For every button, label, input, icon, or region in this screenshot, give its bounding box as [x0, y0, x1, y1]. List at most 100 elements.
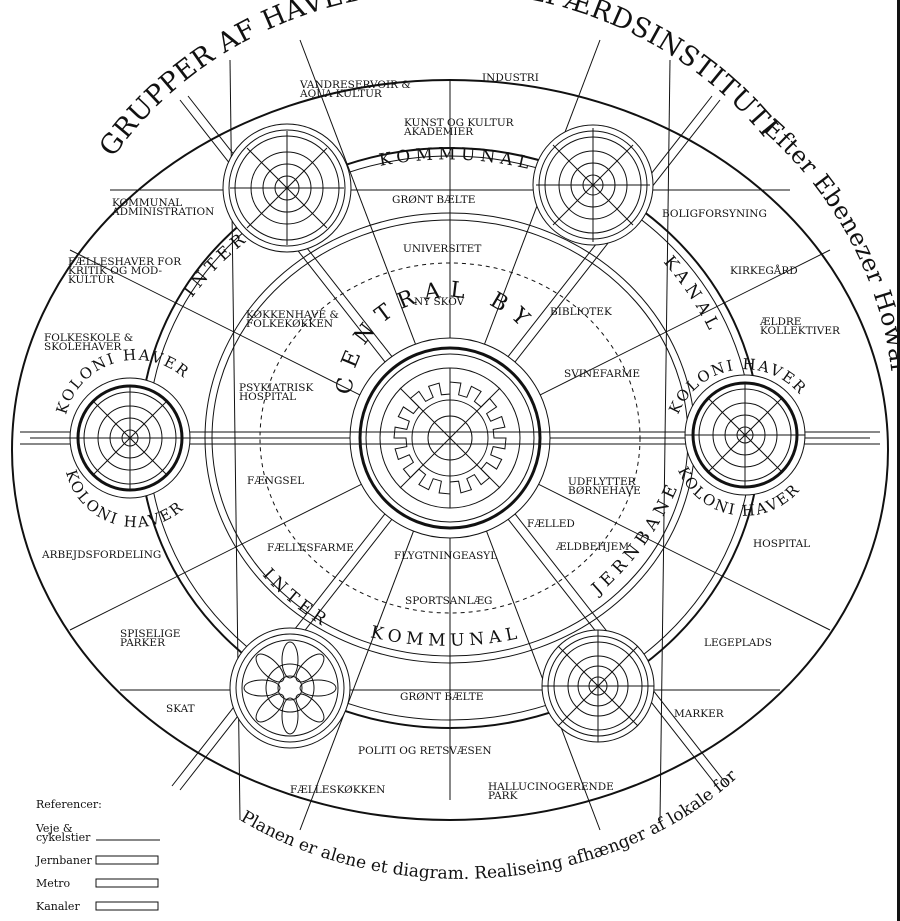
legend-swatch-metro — [95, 878, 159, 888]
label-line: KOMMUNAL — [112, 197, 182, 209]
ring-label-kommunal-top: KOMMUNAL — [377, 144, 535, 174]
label-line: Kanaler — [36, 900, 80, 913]
label-line: FOLKEKØKKEN — [246, 318, 333, 330]
label-politi: POLITI OG RETSVÆSEN — [358, 745, 492, 757]
label-sportsanlaeg: SPORTSANLÆG — [405, 595, 492, 607]
central-city — [349, 337, 551, 539]
label-line: BIBLIOTEK — [550, 306, 612, 318]
label-bibliotek: BIBLIOTEK — [550, 306, 612, 318]
label-arbejdsfordeling: ARBEJDSFORDELING — [41, 549, 161, 561]
right-edge-border — [897, 0, 900, 921]
legend-swatch-kanaler — [95, 901, 159, 911]
label-faelleskoekken: FÆLLESKØKKEN — [290, 784, 385, 796]
area-labels: VANDRESERVOIR &AQUA KULTUR INDUSTRI KUNS… — [41, 72, 841, 802]
label-line: SPORTSANLÆG — [405, 595, 492, 607]
legend: Referencer: Veje &cykelstier Jernbaner M… — [35, 798, 160, 913]
legend-label-veje: Veje &cykelstier — [35, 822, 91, 844]
label-line: FOLKESKOLE & — [44, 332, 133, 344]
legend-label-kanaler: Kanaler — [36, 900, 80, 913]
label-line: HALLUCINOGERENDE — [488, 781, 614, 793]
label-line: HOSPITAL — [753, 538, 810, 550]
label-line: FLYGTNINGEASYL — [394, 550, 497, 562]
label-hospital: HOSPITAL — [753, 538, 810, 550]
label-line: GRØNT BÆLTE — [392, 194, 475, 206]
central-gear — [393, 381, 507, 495]
label-line: KUNST OG KULTUR — [404, 117, 515, 129]
label-line: SKAT — [166, 703, 195, 715]
label-line: Veje & — [35, 822, 73, 835]
label-line: ÆLDRE — [759, 316, 801, 328]
label-line: PARKER — [120, 637, 166, 649]
label-line: cykelstier — [36, 831, 91, 844]
label-line: NY SKOV — [414, 296, 465, 308]
label-faengsel: FÆNGSEL — [247, 475, 304, 487]
label-skat: SKAT — [166, 703, 195, 715]
label-line: HOSPITAL — [239, 391, 296, 403]
label-vandreservoir: VANDRESERVOIR &AQUA KULTUR — [299, 79, 411, 100]
label-line: KULTUR — [68, 274, 115, 286]
label-industri: INDUSTRI — [482, 72, 539, 84]
label-groent-baelte-top: GRØNT BÆLTE — [392, 194, 475, 206]
label-marker: MARKER — [674, 708, 725, 720]
label-line: SPISELIGE — [120, 628, 180, 640]
label-line: AQUA KULTUR — [299, 88, 383, 100]
label-line: Jernbaner — [35, 854, 92, 867]
ring-label-kommunal-bottom: KOMMUNAL — [369, 622, 524, 651]
label-svinefarme: SVINEFARME — [564, 368, 640, 380]
ring-label-kanal: KANAL — [659, 252, 725, 337]
label-line: GRØNT BÆLTE — [400, 691, 483, 703]
label-line: KOLLEKTIVER — [760, 325, 841, 337]
satellite-city-top-right — [532, 124, 654, 246]
label-line: ARBEJDSFORDELING — [41, 549, 161, 561]
label-faelled: FÆLLED — [527, 518, 575, 530]
label-line: KRITIK OG MOD- — [68, 265, 163, 277]
central-gear-outline — [393, 381, 507, 495]
label-line: ADMINISTRATION — [111, 206, 214, 218]
label-line: Metro — [36, 877, 70, 890]
label-folkeskole: FOLKESKOLE &SKOLEHAVER — [44, 332, 133, 353]
satellite-city-bottom-left — [229, 627, 351, 749]
label-aeldbehjem: ÆLDBEHJEM — [555, 541, 629, 553]
label-line: AKADEMIER — [403, 126, 474, 138]
satellite-city-right — [684, 374, 806, 496]
label-flygtningeasyl: FLYGTNINGEASYL — [394, 550, 497, 562]
label-line: PARK — [488, 790, 518, 802]
label-koekkenhave: KØKKENHAVE &FOLKEKØKKEN — [246, 309, 339, 330]
label-line: ÆLDBEHJEM — [555, 541, 629, 553]
label-line: KØKKENHAVE & — [246, 309, 339, 321]
label-line: SKOLEHAVER — [44, 341, 122, 353]
label-line: SVINEFARME — [564, 368, 640, 380]
label-line: PSYKIATRISK — [239, 382, 313, 394]
label-groent-baelte-bottom: GRØNT BÆLTE — [400, 691, 483, 703]
label-line: INDUSTRI — [482, 72, 539, 84]
label-line: BOLIGFORSYNING — [662, 208, 767, 220]
satellite-city-left — [69, 377, 191, 499]
label-boligforsyning: BOLIGFORSYNING — [662, 208, 767, 220]
ring-label-inter-bottom: INTER — [258, 565, 334, 633]
label-legeplads: LEGEPLADS — [704, 637, 772, 649]
label-ny-skov: NY SKOV — [414, 296, 465, 308]
label-line: FÆNGSEL — [247, 475, 304, 487]
label-line: KIRKEGÅRD — [730, 263, 798, 277]
label-kirkegaard: KIRKEGÅRD — [730, 263, 798, 277]
label-line: BØRNEHAVE — [568, 485, 641, 497]
legend-label-jernbaner: Jernbaner — [35, 854, 92, 867]
label-line: MARKER — [674, 708, 725, 720]
label-faellesfarme: FÆLLESFARME — [267, 542, 354, 554]
legend-label-metro: Metro — [36, 877, 70, 890]
label-line: UNIVERSITET — [403, 243, 481, 255]
legend-swatch-jernbaner — [95, 855, 159, 865]
label-line: FÆLLESHAVER FOR — [68, 256, 182, 268]
label-line: FÆLLESFARME — [267, 542, 354, 554]
label-line: LEGEPLADS — [704, 637, 772, 649]
label-universitet: UNIVERSITET — [403, 243, 481, 255]
